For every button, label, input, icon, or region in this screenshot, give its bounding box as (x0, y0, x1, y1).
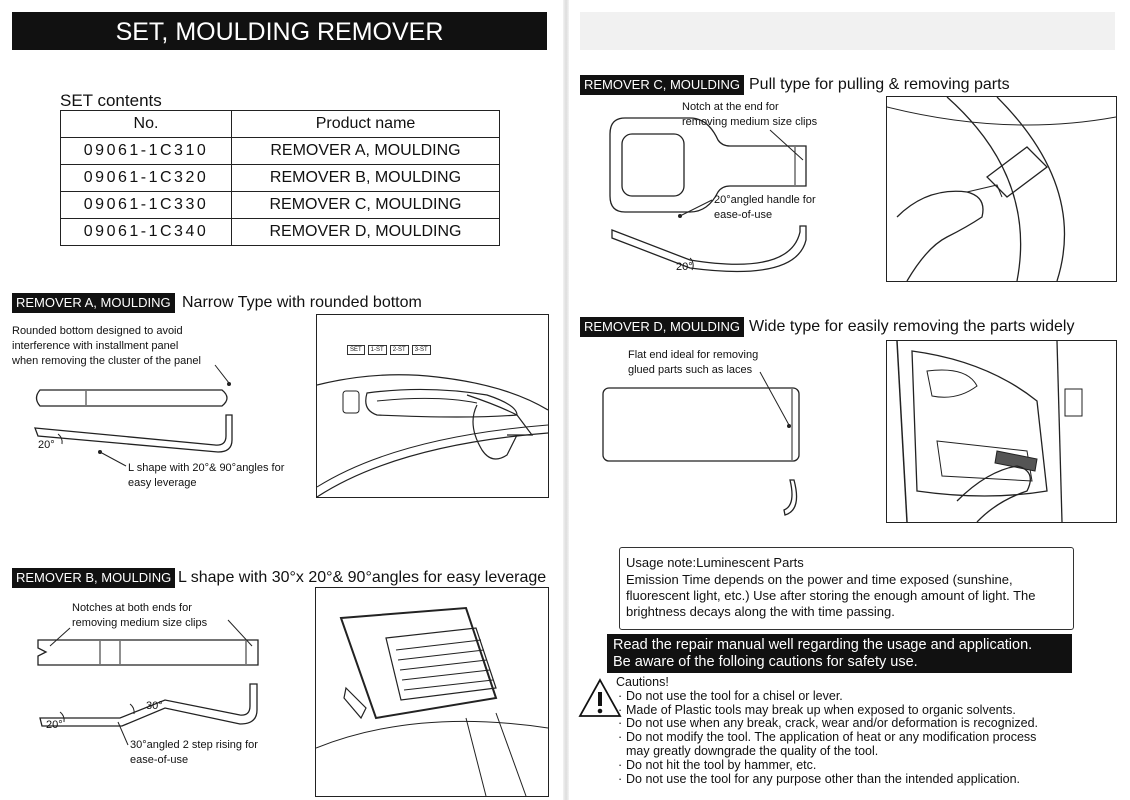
note-line: ease-of-use (130, 754, 189, 766)
part-number: 09061-1C320 (60, 164, 232, 192)
door-panel-illustration (896, 341, 1083, 522)
product-name: REMOVER B, MOULDING (231, 164, 500, 192)
note-line: Flat end ideal for removing (628, 349, 759, 361)
remover-a-note-lshape: L shape with 20°& 90°angles for easy lev… (128, 461, 284, 491)
caution-item: Do not use the tool for a chisel or leve… (616, 689, 1038, 704)
remover-b-label: REMOVER B, MOULDING (12, 568, 176, 588)
air-vent-illustration (316, 606, 548, 796)
remover-d-title: Wide type for easily removing the parts … (749, 318, 1075, 335)
remover-d-note-flat: Flat end ideal for removing glued parts … (628, 348, 758, 378)
note-line: Notch at the end for (682, 101, 779, 113)
remover-c-note-notch: Notch at the end for removing medium siz… (682, 100, 817, 130)
product-name: REMOVER C, MOULDING (231, 191, 500, 219)
remover-b-drawing (37, 619, 259, 746)
remover-c-drawing (609, 117, 807, 273)
note-line: removing medium size clips (682, 116, 818, 128)
page-gutter (563, 0, 569, 800)
remover-b-title: L shape with 30°x 20°& 90°angles for eas… (178, 569, 547, 586)
caution-item-continued: may greatly downgrade the quality of the… (626, 743, 879, 758)
remover-c-angle: 20° (676, 261, 693, 273)
remover-c-photo (886, 96, 1117, 282)
part-number: 09061-1C340 (60, 218, 232, 246)
note-line: L shape with 20°& 90°angles for (128, 462, 285, 474)
caution-item: Do not hit the tool by hammer, etc. (616, 758, 1038, 773)
remover-d-drawing (602, 371, 800, 516)
remover-a-angle: 20° (38, 439, 55, 451)
note-line: Notches at both ends for (72, 602, 192, 614)
remover-d-label: REMOVER D, MOULDING (580, 317, 745, 337)
seat-button: SET (347, 345, 365, 355)
usage-note-box: Usage note:Luminescent Parts Emission Ti… (619, 547, 1074, 630)
remover-c-title: Pull type for pulling & removing parts (749, 76, 1010, 93)
caution-triangle-icon (578, 678, 622, 717)
caution-item: Do not use when any break, crack, wear a… (616, 717, 1038, 731)
usage-note-heading: Usage note:Luminescent Parts (626, 555, 804, 570)
repair-manual-warning: Read the repair manual well regarding th… (607, 634, 1072, 673)
remover-a-photo: SET 1-ST 2-ST 3-ST (316, 314, 549, 498)
set-contents-label: SET contents (60, 91, 162, 110)
note-line: easy leverage (128, 477, 197, 489)
remover-b-angle-20: 20° (46, 719, 63, 731)
seat-button: 1-ST (367, 345, 387, 355)
remover-b-note-notches: Notches at both ends for removing medium… (72, 601, 207, 631)
remover-c-note-handle: 20°angled handle for ease-of-use (714, 193, 816, 223)
note-line: ease-of-use (714, 209, 773, 221)
caution-item: Made of Plastic tools may break up when … (616, 703, 1038, 718)
cautions-list: Cautions! Do not use the tool for a chis… (616, 675, 1038, 787)
part-number: 09061-1C330 (60, 191, 232, 219)
remover-c-label: REMOVER C, MOULDING (580, 75, 745, 95)
cautions-title: Cautions! (616, 675, 669, 689)
note-line: Rounded bottom designed to avoid (12, 325, 183, 337)
col-no-header: No. (60, 110, 232, 138)
trim-pull-illustration (887, 97, 1116, 281)
remover-a-drawing (34, 364, 233, 467)
note-line: 20°angled handle for (714, 194, 816, 206)
bleed-through-bar (580, 12, 1115, 50)
seat-button: 3-ST (411, 345, 431, 355)
note-line: removing medium size clips (72, 617, 208, 629)
remover-b-photo (315, 587, 549, 797)
remover-a-label: REMOVER A, MOULDING (12, 293, 175, 313)
note-line: when removing the cluster of the panel (12, 355, 201, 367)
remover-b-note-angled: 30°angled 2 step rising for ease-of-use (130, 738, 258, 768)
caution-item: Do not modify the tool. The application … (616, 730, 1038, 745)
note-line: interference with installment panel (12, 340, 179, 352)
product-name: REMOVER D, MOULDING (231, 218, 500, 246)
door-handle-illustration (317, 374, 548, 497)
warning-line: Read the repair manual well regarding th… (613, 637, 1033, 653)
note-line: glued parts such as laces (628, 364, 753, 376)
col-name-header: Product name (231, 110, 500, 138)
seat-button: 2-ST (389, 345, 409, 355)
table-header-row: No. Product name (60, 110, 500, 138)
remover-a-title: Narrow Type with rounded bottom (182, 294, 422, 311)
product-name: REMOVER A, MOULDING (231, 137, 500, 165)
warning-line: Be aware of the folloing cautions for sa… (613, 654, 918, 670)
remover-a-note-rounded: Rounded bottom designed to avoid interfe… (12, 324, 201, 369)
remover-b-angle-30: 30° (146, 700, 163, 712)
usage-note-body: Emission Time depends on the power and t… (626, 572, 1036, 619)
note-line: 30°angled 2 step rising for (130, 739, 258, 751)
remover-d-photo (886, 340, 1117, 523)
part-number: 09061-1C310 (60, 137, 232, 165)
page-title: SET, MOULDING REMOVER (12, 12, 547, 50)
caution-item: Do not use the tool for any purpose othe… (616, 772, 1038, 787)
seat-buttons: SET 1-ST 2-ST 3-ST (347, 345, 431, 355)
